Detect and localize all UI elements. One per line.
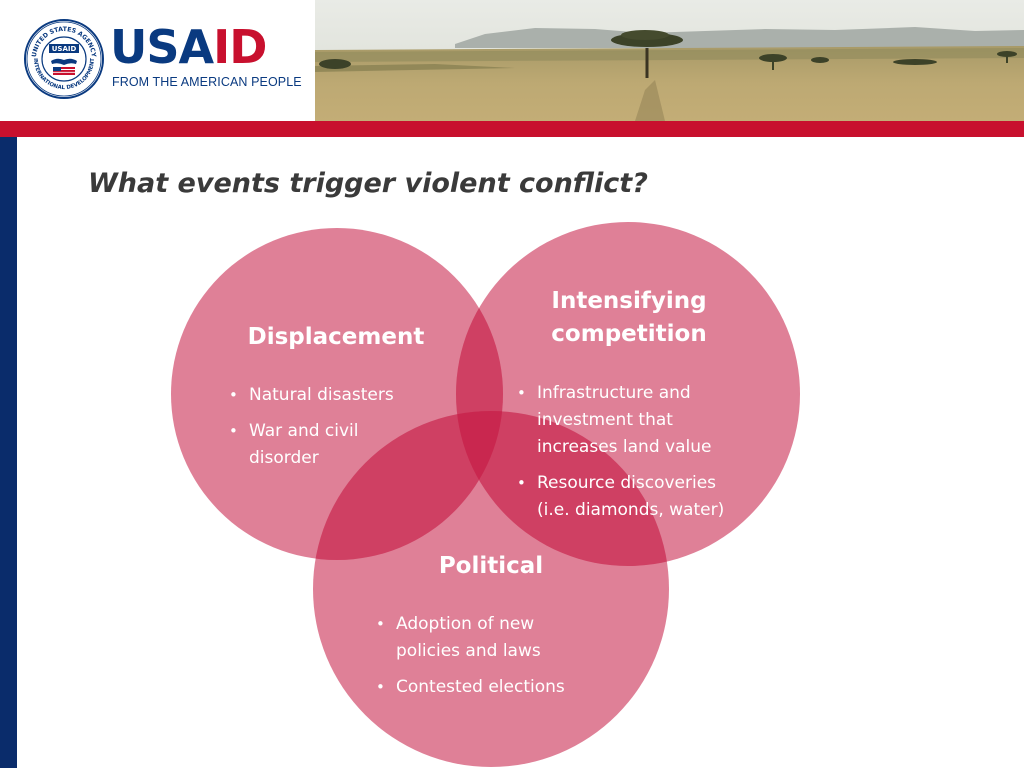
political-title: Political	[438, 553, 544, 579]
displacement-title: Displacement	[247, 324, 425, 350]
list-item: Infrastructure and investment that incre…	[516, 380, 737, 461]
list-item: Contested elections	[375, 674, 601, 701]
acacia-tree-icon	[611, 30, 683, 78]
list-item: Natural disasters	[228, 382, 438, 409]
wordmark-usa: USA	[110, 20, 214, 74]
left-blue-stripe	[0, 137, 17, 768]
list-item: War and civil disorder	[228, 418, 409, 472]
political-bullets: Adoption of new policies and laws Contes…	[375, 611, 601, 710]
usaid-seal-icon: UNITED STATES AGENCY INTERNATIONAL DEVEL…	[24, 19, 104, 99]
competition-bullets: Infrastructure and investment that incre…	[516, 380, 748, 533]
list-item: Resource discoveries (i.e. diamonds, wat…	[516, 470, 748, 524]
savanna-landscape-image	[315, 0, 1024, 121]
displacement-bullets: Natural disasters War and civil disorder	[228, 382, 438, 481]
seal-badge: USAID	[52, 45, 77, 53]
usaid-logo: UNITED STATES AGENCY INTERNATIONAL DEVEL…	[0, 0, 315, 121]
wordmark-id: ID	[213, 20, 267, 74]
usaid-tagline: FROM THE AMERICAN PEOPLE	[112, 75, 302, 89]
slide-header: UNITED STATES AGENCY INTERNATIONAL DEVEL…	[0, 0, 1024, 121]
slide-title: What events trigger violent conflict?	[88, 168, 648, 199]
header-red-band	[0, 121, 1024, 137]
list-item: Adoption of new policies and laws	[375, 611, 581, 665]
competition-title: Intensifying competition	[551, 288, 707, 347]
usaid-wordmark: USAID	[110, 24, 267, 70]
